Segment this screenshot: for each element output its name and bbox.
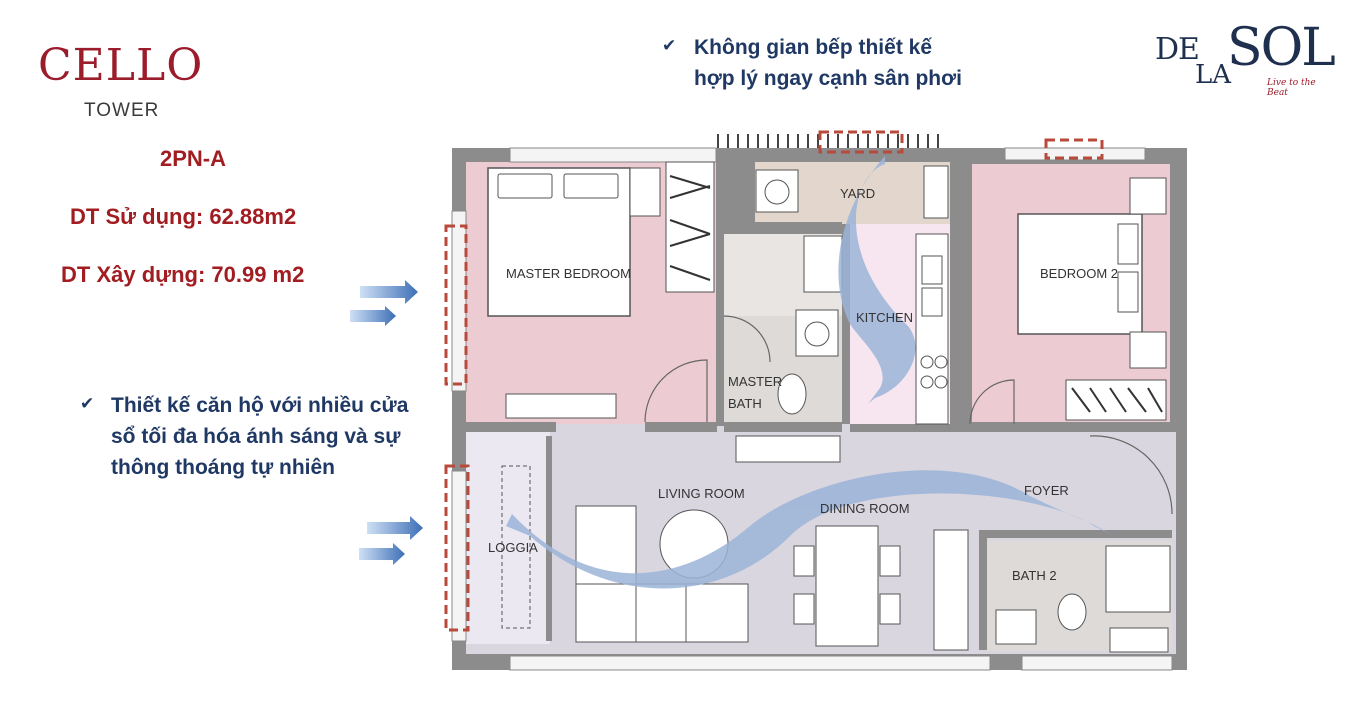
windows-note-line-2: sổ tối đa hóa ánh sáng và sự <box>111 425 401 448</box>
unit-code: 2PN-A <box>160 146 227 171</box>
airflow-arrow-icon <box>506 156 1110 589</box>
room-label-master-bedroom: MASTER BEDROOM <box>506 266 631 281</box>
room-label-living-room: LIVING ROOM <box>658 486 745 501</box>
check-icon: ✔ <box>80 394 95 414</box>
room-label-bath2: BATH 2 <box>1012 568 1057 583</box>
room-label-master-bath-1: MASTER <box>728 374 782 389</box>
kitchen-note-line-2: hợp lý ngay cạnh sân phơi <box>694 67 962 90</box>
kitchen-note-line-1: Không gian bếp thiết kế <box>694 36 933 59</box>
logo-la: LA <box>1195 60 1232 90</box>
bath2-toilet <box>1057 593 1087 631</box>
windows-note-line-1: Thiết kế căn hộ với nhiều cửa <box>111 394 409 417</box>
window-highlight-marker <box>444 464 470 632</box>
room-label-master-bath-2: BATH <box>728 396 762 411</box>
logo-sol: SOL <box>1227 18 1336 78</box>
delasol-logo: DE LA SOL Live to the Beat <box>1155 18 1336 98</box>
window-highlight-marker <box>444 224 468 386</box>
logo-de: DE <box>1155 32 1200 67</box>
cabinet <box>933 529 969 651</box>
bedroom2-wardrobe <box>1065 379 1167 421</box>
wind-arrow-icon <box>350 280 418 326</box>
room-label-loggia: LOGGIA <box>488 540 538 555</box>
room-label-kitchen: KITCHEN <box>856 310 913 325</box>
cello-tower-logo: CELLO TOWER <box>38 36 208 126</box>
logo-word: CELLO <box>38 40 204 91</box>
dining-table <box>815 525 879 647</box>
floor-plan: MASTER BEDROOM YARD KITCHEN BEDROOM 2 MA… <box>444 130 1187 671</box>
master-toilet <box>777 373 807 415</box>
window-highlight-marker <box>1044 138 1104 160</box>
master-desk <box>505 393 617 419</box>
wind-arrow-icon <box>359 516 423 565</box>
logo-tagline: Live to the Beat <box>1267 78 1316 98</box>
bath2-sink <box>995 609 1037 645</box>
room-label-yard: YARD <box>840 186 875 201</box>
loggia-rack <box>501 465 531 629</box>
windows-note-line-3: thông thoáng tự nhiên <box>111 456 335 479</box>
room-label-bedroom2: BEDROOM 2 <box>1040 266 1118 281</box>
window-highlight-marker <box>818 130 904 154</box>
sofa <box>575 583 749 643</box>
room-label-dining-room: DINING ROOM <box>820 501 910 516</box>
room-label-foyer: FOYER <box>1024 483 1069 498</box>
usable-area: DT Sử dụng: 62.88m2 <box>70 204 297 229</box>
logo-subtitle: TOWER <box>84 100 160 121</box>
shower <box>1105 545 1171 613</box>
built-area: DT Xây dựng: 70.99 m2 <box>61 262 305 287</box>
check-icon: ✔ <box>662 36 677 56</box>
master-wardrobe <box>665 161 715 293</box>
